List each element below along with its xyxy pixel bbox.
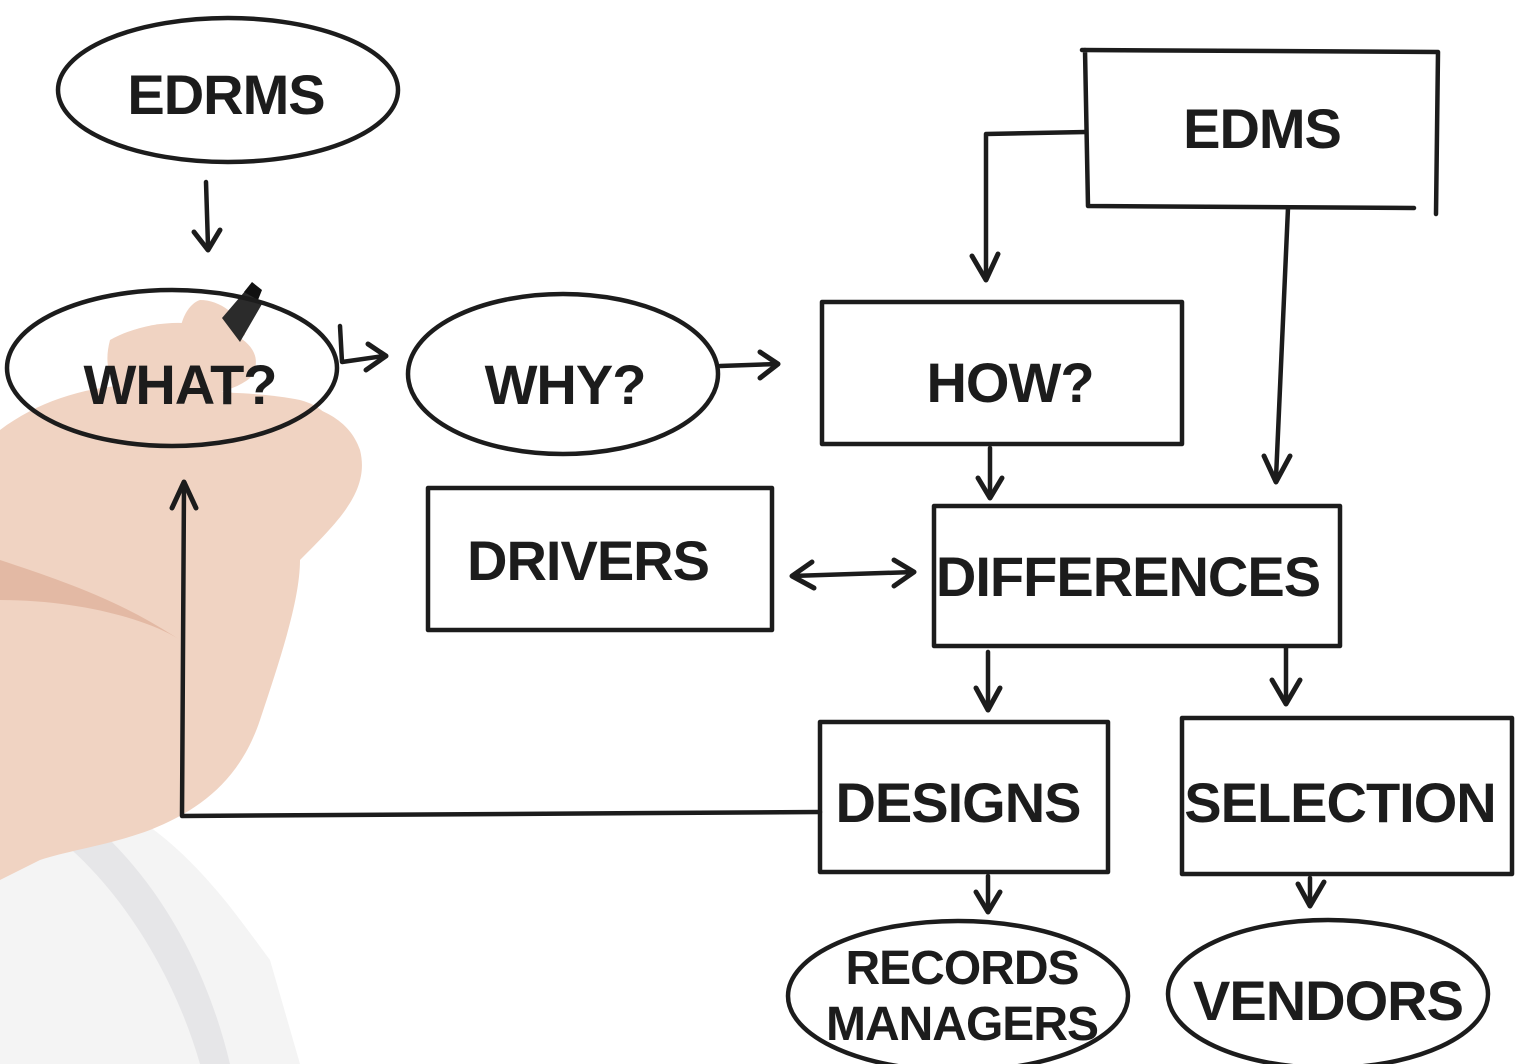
- selection-label: SELECTION: [1184, 771, 1495, 834]
- differences-label: DIFFERENCES: [936, 545, 1320, 608]
- arrow-how-to-differences: [975, 445, 1005, 501]
- arrow-edrms-to-what: [191, 179, 223, 253]
- drivers-label: DRIVERS: [467, 529, 709, 592]
- records-managers-ellipse: [785, 918, 1131, 1064]
- arrow-what-to-why: [337, 323, 389, 373]
- how-box: [819, 299, 1185, 447]
- arrow-differences-to-selection: [1269, 645, 1303, 707]
- why-ellipse: [405, 291, 721, 457]
- arrow-differences-to-designs: [973, 649, 1003, 713]
- arrow-drivers-differences-bidirectional: [789, 557, 917, 591]
- arrow-edms-to-how: [969, 129, 1089, 283]
- edrms-ellipse: [55, 15, 401, 165]
- arrow-selection-to-vendors: [1295, 875, 1327, 909]
- designs-label: DESIGNS: [835, 771, 1080, 834]
- arrow-why-to-how: [717, 349, 781, 381]
- edms-box: [1079, 47, 1441, 217]
- drivers-box: [425, 485, 775, 633]
- how-label: HOW?: [926, 351, 1093, 414]
- arrow-designs-to-records-managers: [973, 873, 1003, 915]
- arrow-edms-to-differences: [1261, 205, 1293, 485]
- differences-box: [931, 503, 1343, 649]
- selection-box: [1179, 715, 1515, 877]
- edms-label: EDMS: [1183, 97, 1341, 160]
- why-label: WHY?: [485, 353, 646, 416]
- designs-box: [817, 719, 1111, 875]
- vendors-ellipse: [1165, 917, 1491, 1064]
- arrow-designs-to-what-feedback: [169, 479, 823, 819]
- edrms-label: EDRMS: [127, 63, 324, 126]
- records-managers-label-line1: RECORDS: [845, 942, 1078, 995]
- what-label: WHAT?: [84, 353, 277, 416]
- vendors-label: VENDORS: [1193, 969, 1463, 1032]
- records-managers-label-line2: MANAGERS: [826, 998, 1098, 1051]
- what-ellipse: [4, 287, 340, 449]
